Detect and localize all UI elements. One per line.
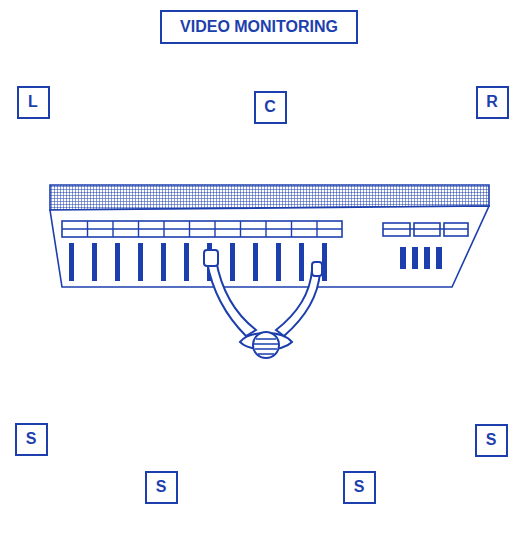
button-divider <box>163 221 164 237</box>
operator-figure <box>204 250 322 358</box>
fader <box>92 243 97 281</box>
fader <box>436 247 442 269</box>
fader <box>230 243 235 281</box>
speaker-box: S <box>145 471 178 504</box>
title-box: VIDEO MONITORING <box>160 10 358 44</box>
button-divider <box>214 221 215 237</box>
button-divider <box>189 221 190 237</box>
speaker-label: S <box>486 432 497 448</box>
speaker-box: C <box>254 91 287 124</box>
console-body <box>50 206 489 287</box>
button-divider <box>112 221 113 237</box>
fader <box>424 247 430 269</box>
fader <box>299 243 304 281</box>
button-divider <box>291 221 292 237</box>
speaker-label: C <box>264 99 276 115</box>
fader <box>412 247 418 269</box>
fader <box>253 243 258 281</box>
speaker-label: S <box>156 479 167 495</box>
speaker-box: S <box>15 423 48 456</box>
fader <box>138 243 143 281</box>
button-strip <box>62 221 342 237</box>
fader <box>161 243 166 281</box>
button-divider <box>240 221 241 237</box>
speaker-label: L <box>28 94 38 110</box>
fader <box>69 243 74 281</box>
button-divider <box>138 221 139 237</box>
speaker-label: S <box>26 431 37 447</box>
fader <box>115 243 120 281</box>
speaker-box: L <box>17 86 50 119</box>
speaker-box: S <box>475 424 508 457</box>
button-divider <box>87 221 88 237</box>
speaker-label: R <box>486 94 498 110</box>
fader <box>400 247 406 269</box>
button-divider <box>265 221 266 237</box>
fader <box>184 243 189 281</box>
speaker-box: R <box>476 86 509 119</box>
fader <box>276 243 281 281</box>
fader <box>322 243 327 281</box>
speaker-label: S <box>354 479 365 495</box>
button-divider <box>316 221 317 237</box>
speaker-box: S <box>343 471 376 504</box>
